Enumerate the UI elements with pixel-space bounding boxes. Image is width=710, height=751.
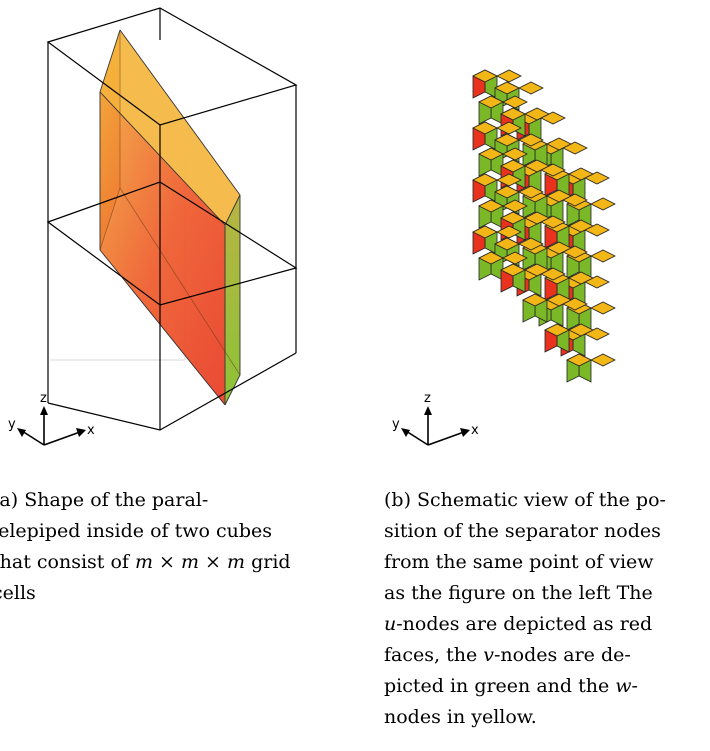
w-node-face [502, 251, 528, 265]
caption-b-line: from the same point of view [384, 551, 654, 573]
w-node-face [590, 353, 616, 367]
w-node-face [546, 189, 572, 203]
w-node-face [502, 199, 528, 213]
axis-label-x: x [471, 423, 479, 438]
w-node-face [496, 121, 522, 135]
axis-label-z: z [424, 391, 431, 406]
caption-b-line: u-nodes are depicted as red [384, 609, 692, 640]
w-node-face [518, 237, 544, 251]
parallelepiped-top-face [100, 30, 240, 225]
axis-label-x: x [87, 423, 95, 438]
w-node-face [524, 159, 550, 173]
caption-text: grid [245, 551, 291, 573]
parallelepiped-right-face [225, 195, 240, 405]
caption-b-line: (b) Schematic view of the po- [384, 489, 666, 511]
caption-text: -nodes are de- [493, 644, 631, 666]
caption-text: that consist of [0, 551, 135, 573]
w-node-face [496, 69, 522, 83]
w-node-face [568, 323, 594, 337]
caption-a-line: cells [0, 582, 36, 604]
math-v: v [483, 644, 494, 666]
math-u: u [384, 613, 397, 635]
cube-frame [46, 7, 298, 431]
w-node-face [568, 167, 594, 181]
caption-b-line: sition of the separator nodes [384, 520, 661, 542]
w-node-face [502, 147, 528, 161]
caption-text: picted in green and the [384, 675, 616, 697]
parallelepiped-front-face [100, 92, 225, 405]
caption-b-line: faces, the v-nodes are de- [384, 640, 692, 671]
figure-a-parallelepiped: z x y [8, 7, 298, 446]
math-w: w [615, 675, 632, 697]
w-node-face [546, 293, 572, 307]
w-node-face [546, 241, 572, 255]
caption-b-line: nodes in yellow. [384, 706, 537, 728]
axis-triad-a: z x y [8, 391, 95, 446]
caption-a-line: that consist of m × m × m grid [0, 547, 322, 578]
caption-a-line: lelepiped inside of two cubes [0, 520, 272, 542]
caption-a-line: (a) Shape of the paral- [0, 489, 209, 511]
w-node-face [518, 81, 544, 95]
parallelepiped [99, 29, 241, 406]
axis-triad-b: z x y [392, 391, 479, 446]
w-node-face [590, 249, 616, 263]
figure-b-separator-nodes: z x y [392, 69, 616, 446]
math-expression: m × m × m [134, 551, 246, 573]
axis-label-y: y [392, 417, 400, 432]
w-node-face [590, 197, 616, 211]
caption-text: - [631, 675, 638, 697]
w-node-face [590, 301, 616, 315]
caption-text: -nodes are depicted as red [396, 613, 653, 635]
w-node-face [518, 185, 544, 199]
w-node-face [518, 133, 544, 147]
axis-label-z: z [40, 391, 47, 406]
w-node-face [502, 95, 528, 109]
w-node-face [496, 225, 522, 239]
caption-b-line: as the figure on the left The [384, 582, 653, 604]
caption-b-line: picted in green and the w- [384, 671, 692, 702]
caption-b: (b) Schematic view of the po- sition of … [384, 485, 692, 733]
caption-text: faces, the [384, 644, 484, 666]
w-node-face [546, 137, 572, 151]
w-node-face [568, 219, 594, 233]
w-node-face [496, 173, 522, 187]
w-node-face [568, 271, 594, 285]
w-node-face [524, 263, 550, 277]
caption-a: (a) Shape of the paral- lelepiped inside… [0, 485, 322, 609]
separator-node-grid [472, 69, 616, 383]
w-node-face [524, 211, 550, 225]
axis-label-y: y [8, 417, 16, 432]
w-node-face [524, 107, 550, 121]
